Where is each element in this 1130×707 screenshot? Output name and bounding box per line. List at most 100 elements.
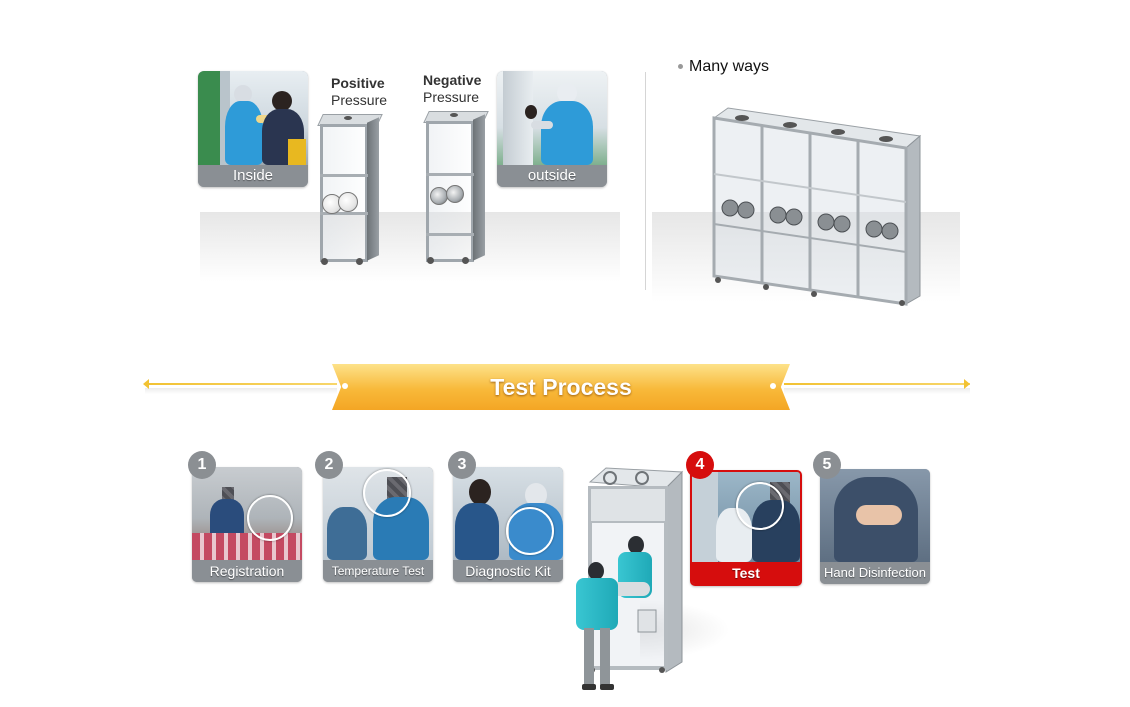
hands [856, 505, 902, 525]
roof-vent [735, 115, 749, 121]
cabinet-shelf-top [426, 173, 474, 176]
rule-shadow-left [145, 388, 337, 394]
patient-body [455, 503, 499, 560]
step-3-card: Diagnostic Kit [453, 467, 563, 582]
patient-head [469, 479, 491, 505]
blurred-face [222, 487, 234, 501]
specimen-box [637, 609, 657, 633]
outside-photo-card: outside [497, 71, 607, 187]
worker-gown [225, 101, 263, 165]
glove-port [833, 215, 851, 233]
mannequin-inside-head [628, 536, 644, 554]
door-frame [198, 71, 220, 165]
glove-port [721, 199, 739, 217]
wheel [321, 258, 328, 265]
cabinet-shelf-top [320, 174, 368, 177]
booth-side [665, 470, 683, 673]
roof-vent [603, 471, 617, 485]
booth-rail [713, 173, 907, 203]
roof-vent [783, 122, 797, 128]
step-2-photo [323, 467, 433, 560]
worker-gown [541, 101, 593, 165]
booth-side [905, 134, 921, 305]
glove-port-right [338, 192, 358, 212]
arrow-left-icon [143, 379, 149, 389]
wheel [356, 258, 363, 265]
negative-label-line1: Negative [423, 72, 482, 88]
step-2-number: 2 [315, 451, 343, 479]
banner-rule-right [784, 383, 970, 385]
inside-caption: Inside [198, 165, 308, 187]
cabinet-shelf [320, 212, 368, 215]
step-1-photo [192, 467, 302, 560]
wheel [659, 667, 665, 673]
rule-shadow-right [784, 388, 970, 394]
zoom-circle [363, 469, 411, 517]
roof-vent [879, 136, 893, 142]
step-3-photo [453, 467, 563, 560]
wheel [899, 300, 905, 306]
multi-booth-illustration [712, 107, 922, 306]
cabinet-side-panel [367, 117, 379, 261]
top-vent [450, 113, 458, 117]
step-1-card: Registration [192, 467, 302, 582]
test-booth-illustration [588, 467, 684, 673]
wheel [811, 291, 817, 297]
step-4-label: Test [692, 562, 800, 584]
patient-head [272, 91, 292, 111]
many-ways-text: Many ways [689, 58, 770, 75]
glove-port [785, 208, 803, 226]
glove-port-right [446, 185, 464, 203]
step-3-number: 3 [448, 451, 476, 479]
step-5-number: 5 [813, 451, 841, 479]
step-2-card: Temperature Test [323, 467, 433, 582]
step-5-card: Hand Disinfection [820, 469, 930, 584]
inside-photo-card: Inside [198, 71, 308, 187]
mannequin-outside-head [588, 562, 604, 580]
negative-pressure-cabinet [423, 111, 490, 266]
patient-body [327, 507, 367, 560]
banner-rule-left [145, 383, 337, 385]
outside-photo [497, 71, 607, 165]
staff-head [525, 483, 547, 507]
positive-label-line2: Pressure [331, 92, 388, 108]
glove-port [737, 201, 755, 219]
inside-photo [198, 71, 308, 165]
worker-head [234, 85, 252, 103]
zoom-circle [736, 482, 784, 530]
step-5-photo [820, 469, 930, 562]
positive-pressure-cabinet [317, 114, 384, 266]
chair [288, 139, 306, 165]
glove-arm [531, 121, 553, 129]
patient-inside-head [525, 105, 537, 119]
wheel [763, 284, 769, 290]
step-4-card: Test [690, 470, 802, 586]
step-5-label: Hand Disinfection [820, 562, 930, 584]
registration-desk [192, 533, 302, 560]
arrow-right-icon [964, 379, 970, 389]
glove-port [817, 213, 835, 231]
mannequin-leg [584, 628, 594, 686]
zoom-circle [506, 507, 554, 555]
positive-label-line1: Positive [331, 75, 385, 91]
staff-body [210, 499, 244, 539]
step-4-photo [692, 472, 800, 562]
test-process-banner [332, 364, 790, 410]
negative-label-line2: Pressure [423, 89, 480, 105]
wheel [427, 257, 434, 264]
negative-pressure-label: Negative Pressure [423, 72, 481, 106]
step-2-label: Temperature Test [323, 560, 433, 582]
floor-shadow-left [200, 212, 620, 282]
many-ways-label: Many ways [678, 58, 769, 76]
bullet-dot-icon [678, 64, 683, 70]
booth-shelf [713, 223, 907, 253]
outside-caption: outside [497, 165, 607, 187]
glove-arm [610, 582, 650, 596]
step-4-number: 4 [686, 451, 714, 479]
banner-dot-icon [342, 383, 348, 389]
booth-header [589, 487, 667, 523]
banner-dot-icon [770, 383, 776, 389]
step-1-label: Registration [192, 560, 302, 582]
mannequin-leg [600, 628, 610, 686]
zoom-circle [247, 495, 293, 541]
